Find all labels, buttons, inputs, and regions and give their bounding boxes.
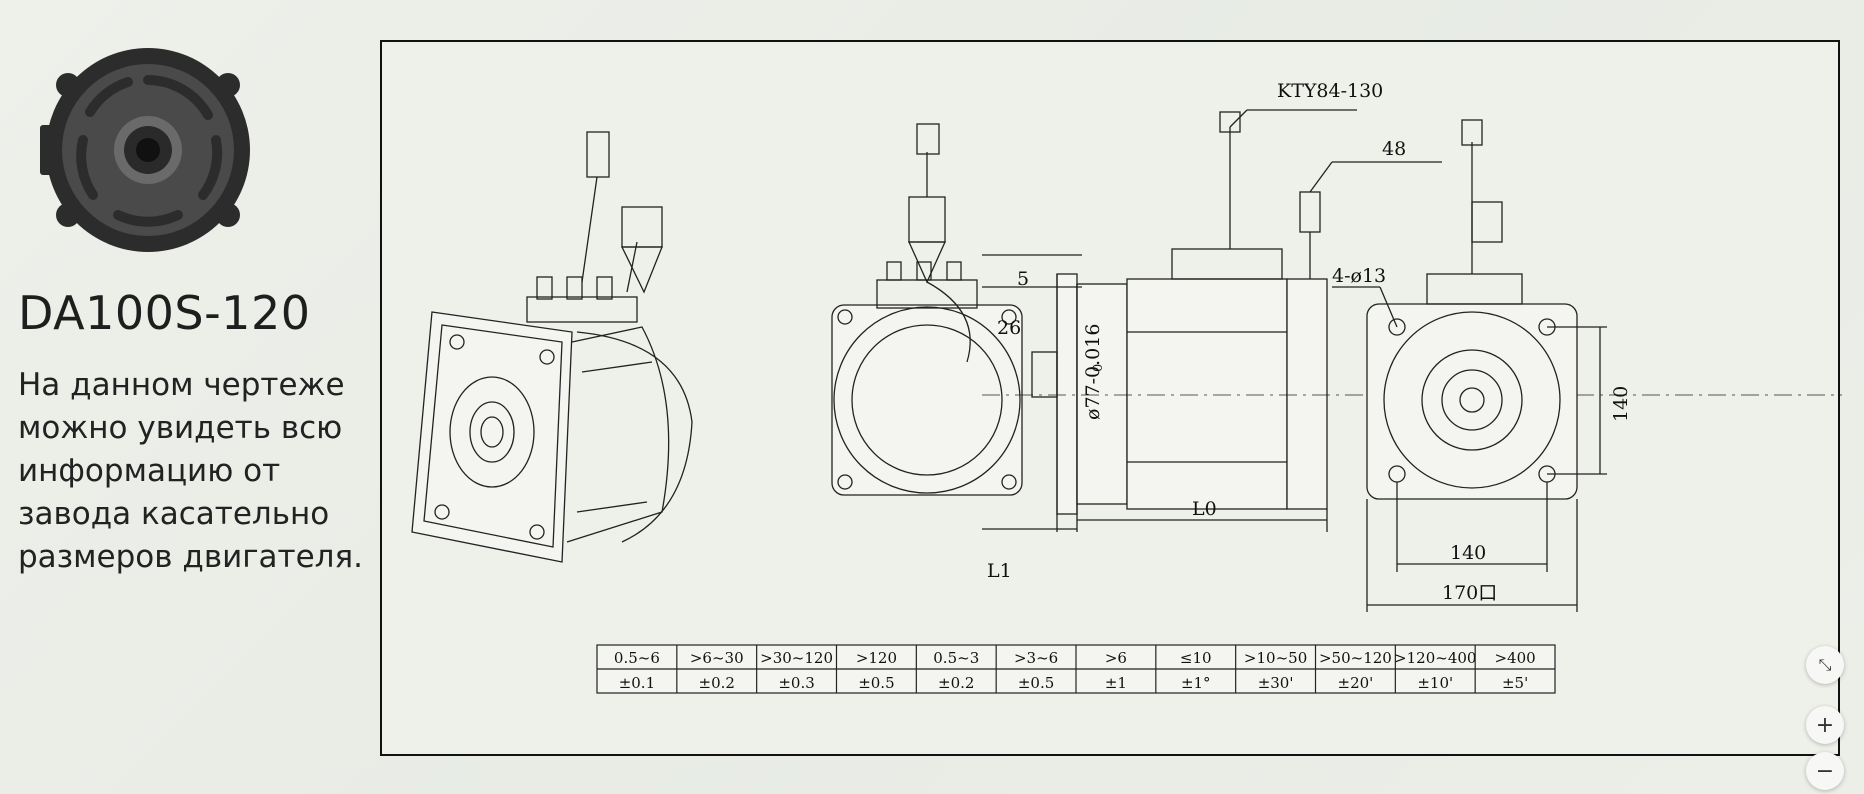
holes-label: 4-ø13: [1332, 265, 1386, 287]
tolerance-range-cell: 0.5~6: [614, 649, 660, 667]
tolerance-value-cell: ±0.2: [938, 674, 974, 692]
motor-icon: [40, 48, 250, 252]
tolerance-value-cell: ±0.1: [619, 674, 655, 692]
tolerance-range-cell: 0.5~3: [933, 649, 979, 667]
product-title: DA100S-120: [18, 286, 311, 340]
shaft-top-label: 0: [1091, 364, 1106, 372]
tolerance-value-cell: ±30': [1258, 674, 1294, 692]
technical-drawing: KTY84-130 48 4-ø13 5 26 ø77-0.016 0 L0 L…: [380, 40, 1842, 756]
tolerance-range-cell: >6: [1105, 649, 1127, 667]
drawing-canvas: KTY84-130 48 4-ø13 5 26 ø77-0.016 0 L0 L…: [411, 80, 1842, 694]
side-view: [982, 109, 1842, 532]
tolerance-value-cell: ±20': [1338, 674, 1374, 692]
product-panel: DA100S-120 На данном чертеже можно увиде…: [0, 0, 370, 794]
zoom-in-button[interactable]: +: [1806, 706, 1844, 744]
zoom-out-button[interactable]: −: [1806, 752, 1844, 790]
dim-5-label: 5: [1017, 268, 1029, 290]
tolerance-value-cell: ±0.2: [699, 674, 735, 692]
connector-label: 48: [1382, 138, 1406, 160]
tolerance-value-cell: ±0.5: [1018, 674, 1054, 692]
tolerance-range-cell: >120: [856, 649, 897, 667]
dim-140-vertical-label: 140: [1610, 386, 1632, 422]
l0-label: L0: [1192, 498, 1217, 520]
fit-view-button[interactable]: ⤡: [1806, 646, 1844, 684]
tolerance-value-cell: ±0.5: [858, 674, 894, 692]
tolerance-value-cell: ±1°: [1181, 674, 1211, 692]
tolerance-range-cell: >120~400: [1394, 649, 1476, 667]
dim-170-label: 170口: [1442, 582, 1497, 604]
dim-140-horizontal-label: 140: [1450, 542, 1486, 564]
dim-26-label: 26: [997, 317, 1021, 339]
isometric-view: [411, 131, 693, 563]
tolerance-range-cell: >10~50: [1244, 649, 1307, 667]
tolerance-value-cell: ±10': [1417, 674, 1453, 692]
tolerance-table: 0.5~6 ±0.1 >6~30 ±0.2 >30~120 ±0.3 >120 ±0.5 0.5…: [596, 644, 1556, 694]
tolerance-range-cell: >30~120: [760, 649, 833, 667]
rear-view: [831, 123, 1023, 496]
tolerance-range-cell: >50~120: [1319, 649, 1392, 667]
shaft-diameter-label: ø77-0.016: [1082, 324, 1104, 420]
tolerance-value-cell: ±0.3: [778, 674, 814, 692]
tolerance-value-cell: ±5': [1502, 674, 1528, 692]
tolerance-range-cell: >6~30: [690, 649, 744, 667]
product-description: На данном чертеже можно увидеть всю инфо…: [18, 367, 363, 575]
sensor-label: KTY84-130: [1277, 80, 1383, 102]
front-view: [1332, 119, 1607, 612]
tolerance-range-cell: >400: [1494, 649, 1535, 667]
tolerance-range-cell: ≤10: [1180, 649, 1212, 667]
l1-label: L1: [987, 560, 1012, 582]
tolerance-range-cell: >3~6: [1014, 649, 1058, 667]
tolerance-value-cell: ±1: [1105, 674, 1127, 692]
